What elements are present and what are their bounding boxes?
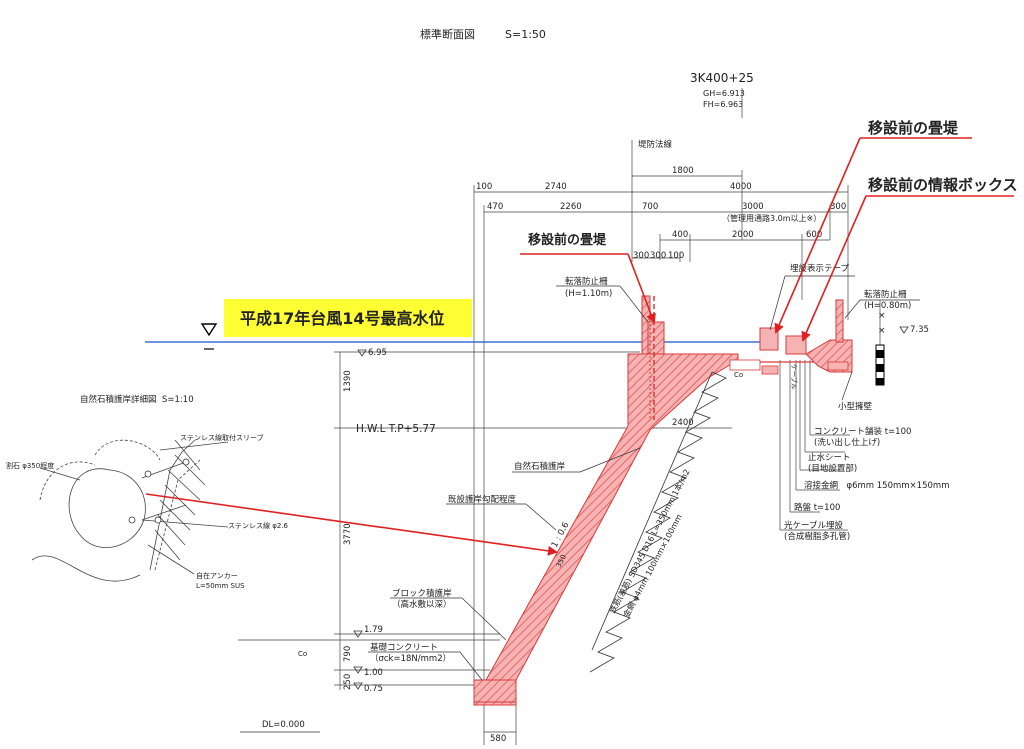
callout-tatami-levee-top: 移設前の畳堤 xyxy=(868,119,959,137)
dim-600: 600 xyxy=(806,230,822,240)
stone-revetment-pattern xyxy=(589,371,727,673)
detail-anchors xyxy=(128,458,190,524)
detail-wire-label: ステンレス線 φ2.6 xyxy=(228,521,289,530)
level-0-75: 0.75 xyxy=(364,684,383,694)
fh-label: FH=6.963 xyxy=(703,100,743,109)
rebar-label: 鉄筋(差筋) SD345 D16 L=350mm 1本/m2 xyxy=(607,467,692,615)
dim-4000: 4000 xyxy=(730,182,752,192)
cable-small-label: ケーブル xyxy=(790,364,799,390)
base-concrete-label: 基礎コンクリート xyxy=(370,642,438,653)
level-1-00: 1.00 xyxy=(364,668,383,678)
detail-stone-label: 割石 φ350程度 xyxy=(6,461,54,470)
detail-anchor-size: L=50mm SUS xyxy=(196,582,245,590)
max-water-level-banner-text: 平成17年台風14号最高水位 xyxy=(240,309,445,328)
water-level-triangle-icon xyxy=(200,323,218,337)
dim-580: 580 xyxy=(490,734,506,744)
callout-arrows xyxy=(145,137,1014,556)
tape-label: 埋設表示テープ xyxy=(790,263,849,274)
base-concrete xyxy=(473,679,517,703)
dim-470: 470 xyxy=(487,202,503,212)
small-wall-label: 小型擁壁 xyxy=(838,401,873,412)
block-revetment-note: （高水敷以深） xyxy=(392,599,452,610)
dim-400: 400 xyxy=(672,230,688,240)
svg-text:×: × xyxy=(878,326,886,336)
hwl-label: H.W.L T.P+5.77 xyxy=(356,423,436,435)
svg-text:×: × xyxy=(878,311,886,321)
dim-100b: 100 xyxy=(668,251,684,261)
detail-drawing xyxy=(31,439,229,582)
levee-law-line-label: 堤防法線 xyxy=(638,139,673,150)
dim-300: 300 xyxy=(830,202,846,212)
fence-right-height: (H=0.80m) xyxy=(864,301,911,311)
existing-slope-label: 既設護岸勾配程度 xyxy=(448,494,517,505)
detail-scale: S=1:10 xyxy=(162,395,194,405)
level-marks xyxy=(353,326,909,690)
callout-tatami-levee-left: 移設前の畳堤 xyxy=(528,232,607,248)
co-label-right: Co xyxy=(734,371,743,379)
dim-1390: 1390 xyxy=(343,370,353,392)
dim-250: 250 xyxy=(343,674,353,690)
dim-3770: 3770 xyxy=(343,523,353,545)
dim-2000: 2000 xyxy=(732,230,754,240)
block-revetment-label: ブロック積護岸 xyxy=(392,588,452,599)
dim-2260: 2260 xyxy=(560,202,582,212)
dimension-lines xyxy=(238,140,881,745)
cable-label: 光ケーブル埋設 xyxy=(784,520,843,531)
dim-2400: 2400 xyxy=(672,418,694,428)
base-concrete-strength: （σck=18N/mm2） xyxy=(370,653,451,664)
cable-pipe: (合成樹脂多孔管) xyxy=(784,531,850,542)
drawing-scale: S=1:50 xyxy=(505,28,546,41)
mesh-label: 溶接金網 φ6mm 150mm×150mm xyxy=(804,480,949,491)
co-label-left: Co xyxy=(298,650,307,658)
dim-2740: 2740 xyxy=(545,182,567,192)
dim-3000: 3000 xyxy=(742,202,764,212)
detail-anchor-label: 自在アンカー xyxy=(196,571,238,580)
road-note: （管理用通路3.0m以上※） xyxy=(722,213,821,223)
level-1-79: 1.79 xyxy=(364,625,383,635)
levee-structure xyxy=(473,295,853,706)
concrete-label: コンクリート舗装 t=100 xyxy=(814,426,911,437)
fence-right-label: 転落防止柵 xyxy=(864,289,907,300)
level-7-35: 7.35 xyxy=(910,325,929,335)
tatami-levee-left xyxy=(647,321,665,355)
waterstop-label: 止水シート xyxy=(808,452,851,463)
max-water-level-banner xyxy=(224,299,472,337)
dim-700: 700 xyxy=(642,202,658,212)
info-box-before xyxy=(785,335,807,355)
station-label: 3K400+25 xyxy=(690,71,754,85)
staff-gauge: × × xyxy=(875,311,886,386)
gh-label: GH=6.913 xyxy=(703,89,745,98)
dim-100: 100 xyxy=(476,182,492,192)
leader-lines xyxy=(368,275,920,681)
right-fence-post xyxy=(835,299,844,343)
fence-left-height: (H=1.10m) xyxy=(565,289,612,299)
concrete-finish: (洗い出し仕上げ) xyxy=(814,437,880,448)
detail-title: 自然石積護岸詳細図 xyxy=(80,394,157,405)
dim-1800: 1800 xyxy=(672,166,694,176)
callout-info-box: 移設前の情報ボックス xyxy=(868,176,1018,194)
dim-300b: 300 xyxy=(650,251,666,261)
drawing-title: 標準断面図 xyxy=(420,27,475,41)
level-6-95: 6.95 xyxy=(368,348,387,358)
tatami-levee-before xyxy=(759,327,779,351)
waterstop-note: (目地設置部) xyxy=(808,463,857,474)
datum-label: DL=0.000 xyxy=(262,720,305,730)
stone-revetment-label: 自然石積護岸 xyxy=(514,461,566,472)
fence-left-label: 転落防止柵 xyxy=(565,276,608,287)
dim-790: 790 xyxy=(343,646,353,662)
dim-300a: 300 xyxy=(633,251,649,261)
roadbed-label: 路盤 t=100 xyxy=(794,502,840,513)
detail-sleeve-label: ステンレス線取付スリーブ xyxy=(180,433,264,442)
